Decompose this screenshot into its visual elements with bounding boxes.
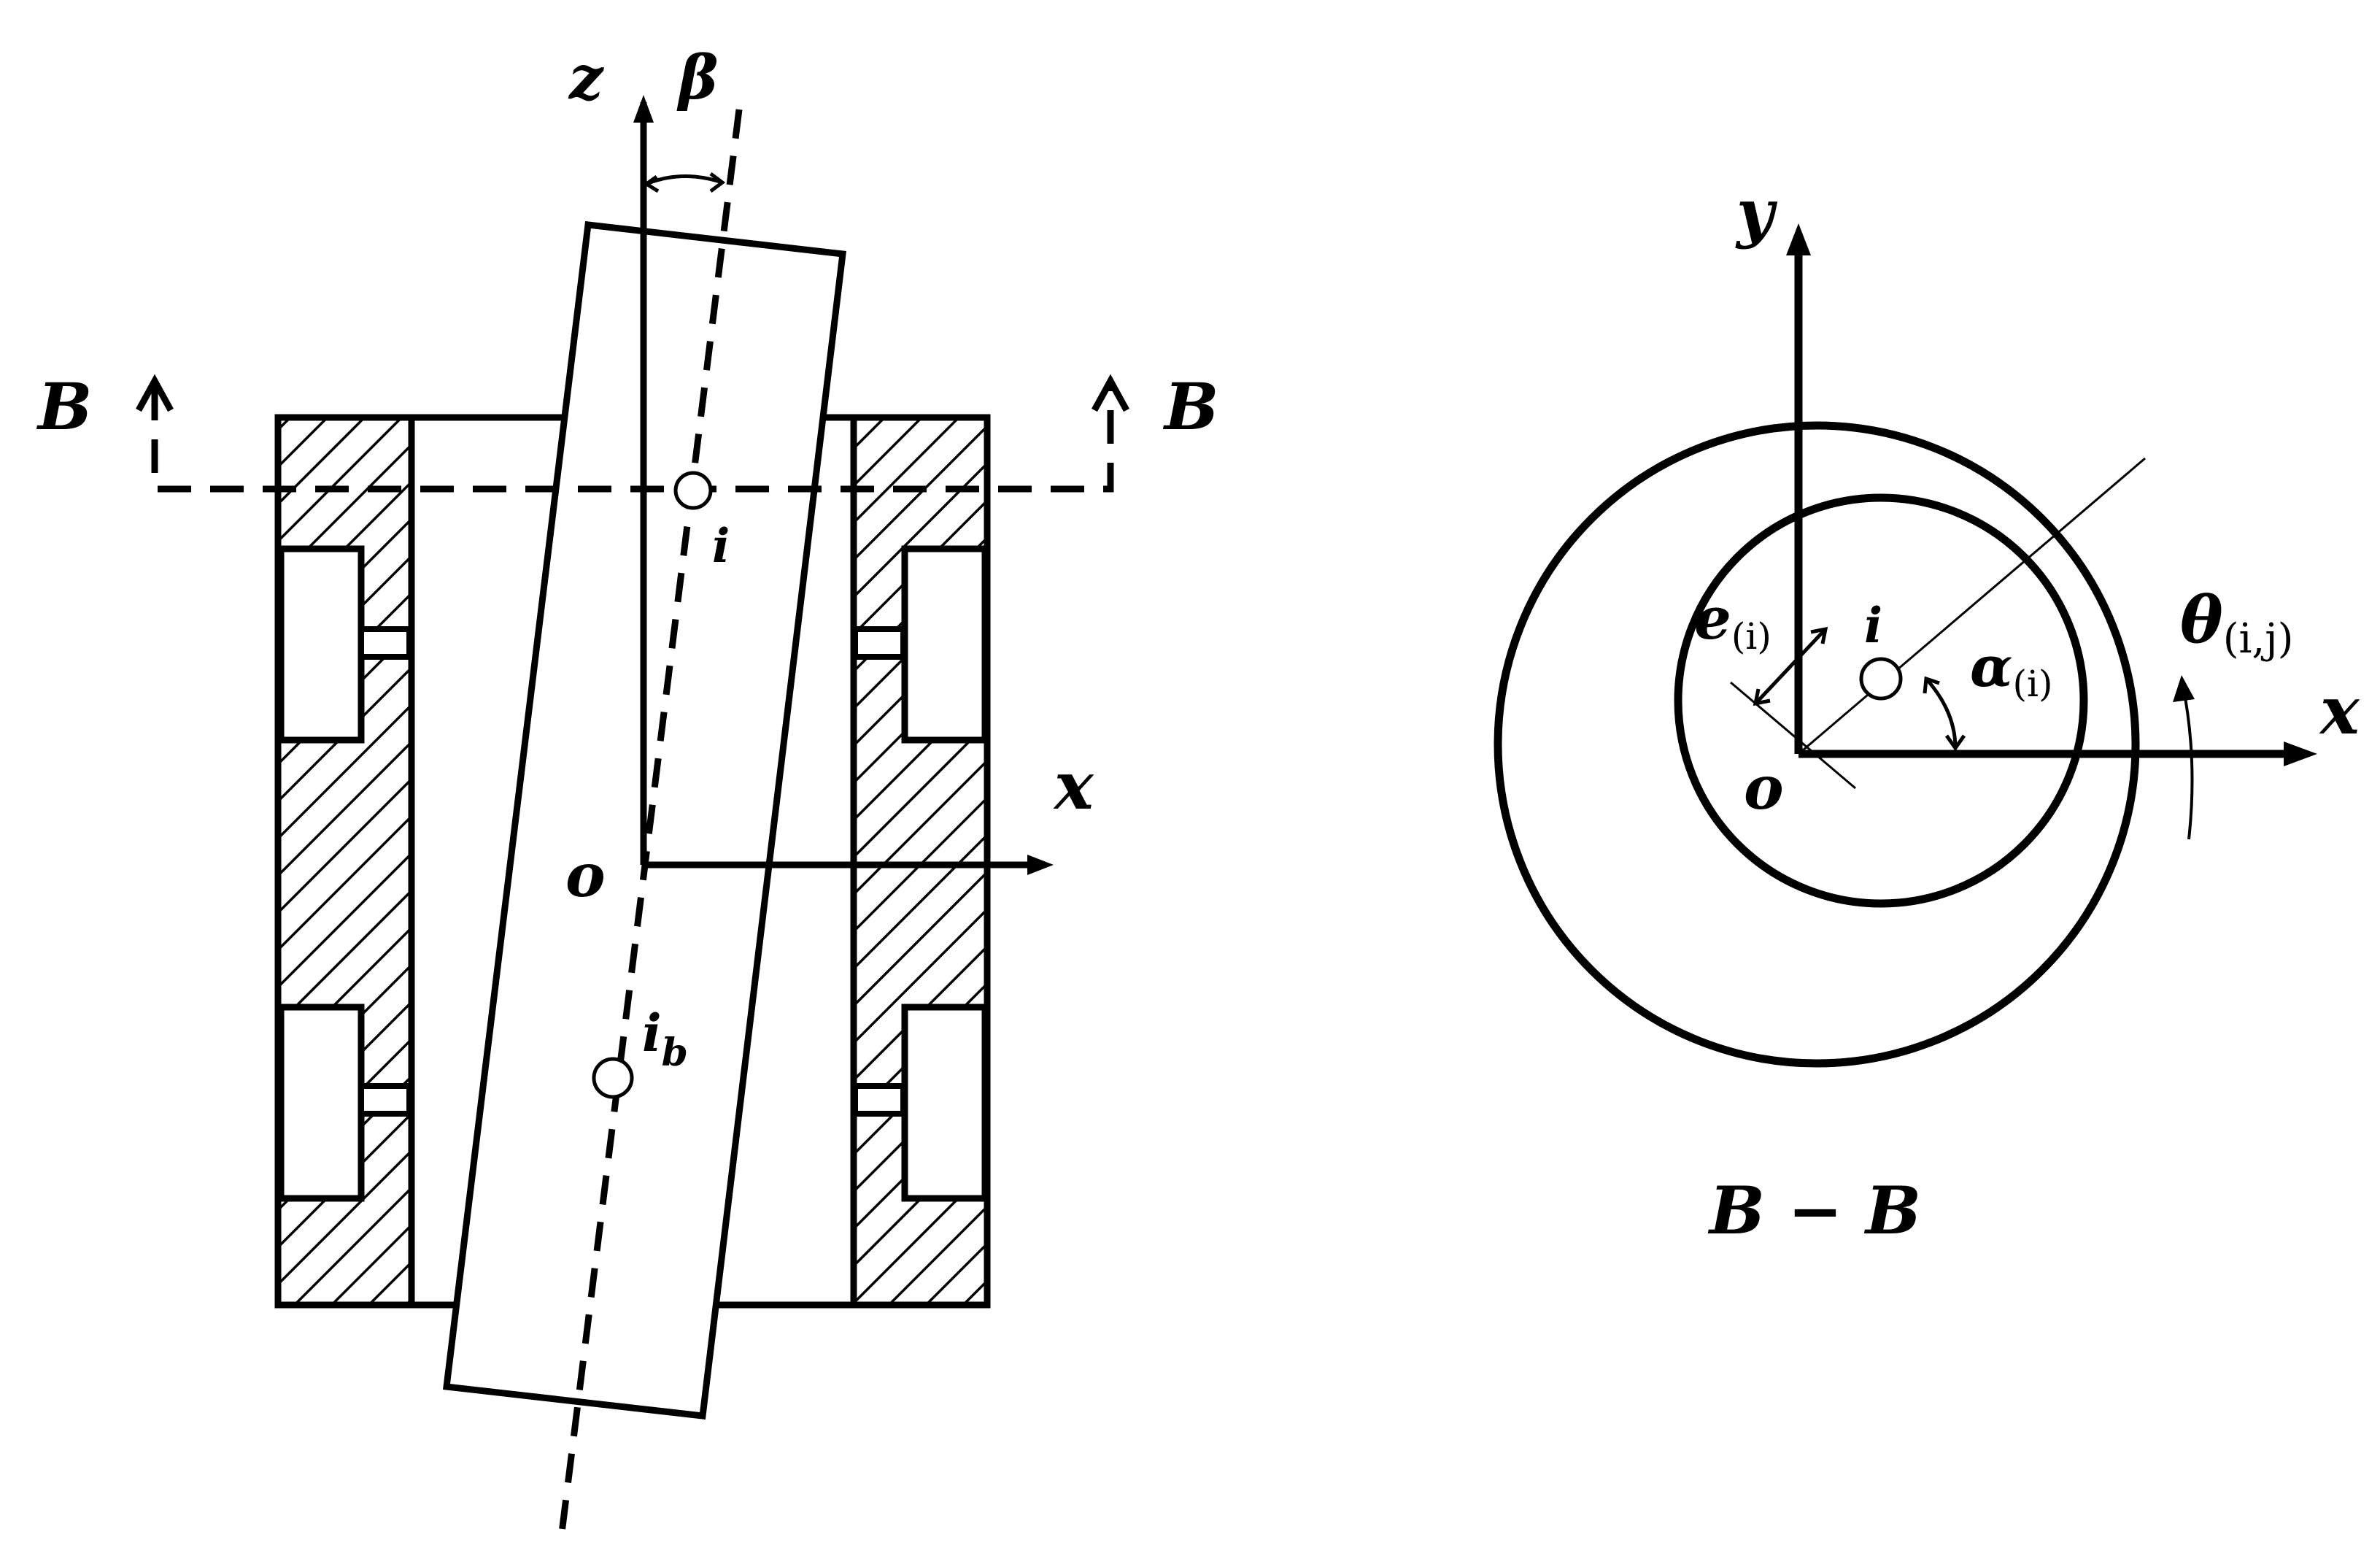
right-point-i-label: i — [1864, 597, 1882, 654]
section-label-right: B — [1162, 369, 1218, 444]
journal-centerline — [558, 109, 743, 1533]
theta-rotation-arrowhead — [2173, 675, 2195, 702]
eccentricity-label-sub: (i) — [1731, 615, 1772, 658]
eccentricity-arrow-head-b — [1810, 626, 1828, 644]
beta-label: β — [676, 43, 718, 113]
journal-circle — [1674, 493, 2088, 908]
beta-arc-head-left — [643, 174, 660, 193]
eccentricity-label-main: e — [1694, 584, 1731, 652]
right-origin-label: o — [1744, 753, 1784, 823]
right-upper-feed-hole — [852, 626, 906, 660]
alpha-label: α(i) — [1970, 634, 2053, 705]
alpha-arc-head-top — [1923, 676, 1940, 694]
right-lower-pocket — [901, 1004, 989, 1202]
z-axis-label: z — [568, 43, 604, 113]
left-lower-pocket — [277, 1004, 365, 1202]
left-upper-feed-hole — [358, 626, 412, 660]
attitude-reference-line — [1798, 457, 2146, 755]
theta-rotation-arc — [2182, 685, 2194, 840]
alpha-arc-head-bottom — [1944, 734, 1966, 752]
section-arrow-right — [1092, 374, 1129, 412]
beta-angle-arc — [646, 174, 723, 186]
left-upper-pocket — [277, 545, 365, 744]
right-bearing-housing — [850, 414, 991, 1309]
left-view — [136, 95, 1129, 1533]
x-axis-arrowhead — [1027, 855, 1054, 875]
section-label-left: B — [36, 369, 92, 444]
left-point-i-label: i — [712, 519, 730, 574]
section-line-b-b — [151, 387, 1114, 493]
alpha-label-main: α — [1970, 634, 2012, 699]
point-ib-label-sub: b — [662, 1031, 688, 1075]
bearing-outer-circle — [1494, 421, 2140, 1068]
right-x-axis-label: x — [2319, 672, 2360, 750]
beta-arc-head-right — [709, 172, 726, 193]
theta-label: θ(i,j) — [2180, 582, 2293, 663]
left-x-axis-label: x — [1053, 747, 1094, 825]
left-bearing-housing — [274, 414, 415, 1309]
z-axis-arrowhead — [633, 95, 654, 123]
eccentricity-label: e(i) — [1694, 584, 1772, 658]
point-i-marker — [673, 471, 713, 510]
point-ib-label-main: i — [642, 1003, 662, 1063]
right-lower-feed-hole — [852, 1083, 906, 1117]
point-ib-marker — [592, 1057, 634, 1099]
eccentricity-arrow-head-a — [1753, 688, 1771, 706]
eccentricity-extension-line — [1730, 681, 1856, 790]
right-upper-pocket — [901, 545, 989, 744]
point-ib-label: ib — [642, 1003, 688, 1075]
y-axis-arrowhead — [1786, 223, 1811, 255]
eccentricity-arrow — [1754, 628, 1827, 705]
alpha-angle-arc — [1925, 677, 1958, 749]
y-axis-label: y — [1735, 174, 1778, 250]
theta-label-sub: (i,j) — [2223, 615, 2294, 663]
alpha-label-sub: (i) — [2012, 663, 2052, 705]
right-view — [1494, 223, 2317, 1068]
left-lower-feed-hole — [358, 1083, 412, 1117]
right-x-axis-arrowhead — [2284, 742, 2317, 766]
right-point-i-marker — [1859, 657, 1903, 701]
section-caption: B − B — [1707, 1172, 1921, 1249]
theta-label-main: θ — [2180, 582, 2223, 658]
left-origin-label: o — [565, 841, 606, 911]
section-arrow-left — [136, 374, 174, 412]
